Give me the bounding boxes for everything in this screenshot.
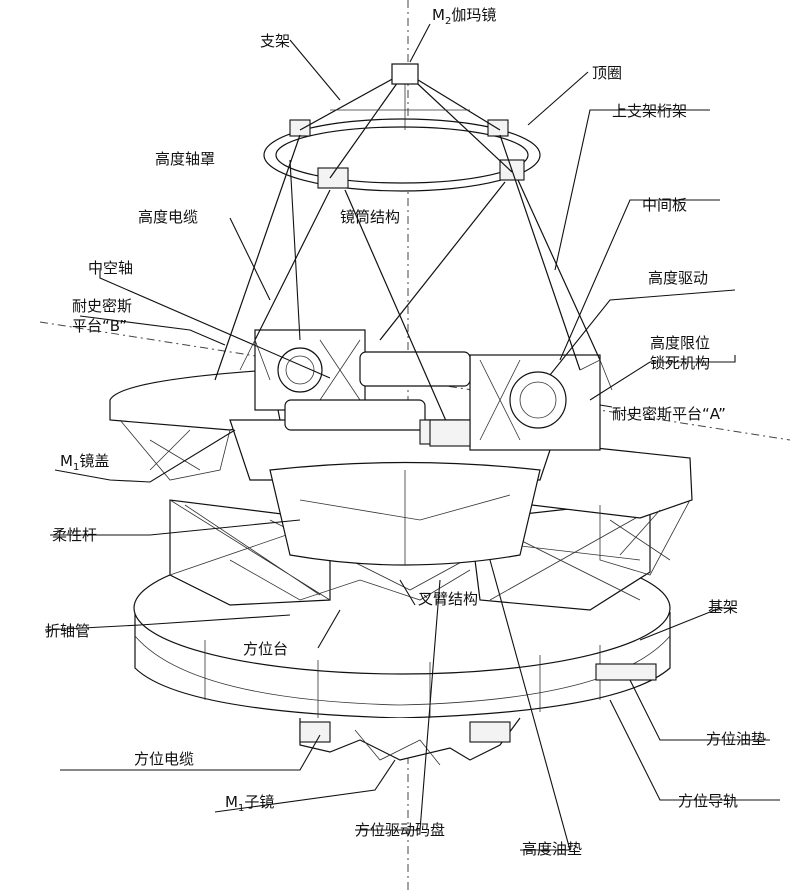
upper-truss bbox=[214, 63, 613, 447]
azimuth-cable-label: 方位电缆 bbox=[134, 750, 194, 768]
tube-structure-label: 镜筒结构 bbox=[340, 208, 400, 226]
fork-structure-label: 叉臂结构 bbox=[418, 590, 478, 608]
azimuth-guide-rail-label: 方位导轨 bbox=[678, 792, 738, 810]
azimuth-table-label: 方位台 bbox=[243, 640, 288, 658]
m1-submirror-label: M1子镜 bbox=[225, 793, 274, 814]
flex-rod-label: 柔性杆 bbox=[52, 526, 97, 544]
support-frame-label: 支架 bbox=[260, 32, 290, 50]
altitude-limit-label-1: 高度限位 bbox=[650, 334, 710, 352]
base-frame-label: 基架 bbox=[708, 598, 738, 616]
m2-mirror-label: M2伽玛镜 bbox=[432, 6, 496, 27]
middle-plate-label: 中间板 bbox=[642, 196, 687, 214]
nasmyth-a-label: 耐史密斯平台“A” bbox=[612, 405, 726, 423]
altitude-cable-label: 高度电缆 bbox=[138, 208, 198, 226]
azimuth-oil-pad-label: 方位油垫 bbox=[706, 730, 766, 748]
nasmyth-platform-b bbox=[109, 369, 281, 481]
upper-truss-label: 上支架桁架 bbox=[612, 102, 687, 120]
nasmyth-b-label-2: 平台“B” bbox=[72, 317, 127, 335]
altitude-shaft-cover-label: 高度轴罩 bbox=[155, 150, 215, 168]
azimuth-encoder-label: 方位驱动码盘 bbox=[355, 821, 445, 839]
altitude-drive-label: 高度驱动 bbox=[648, 269, 708, 287]
m1-cover-label: M1镜盖 bbox=[60, 452, 109, 473]
tube-center-section bbox=[229, 329, 601, 566]
top-ring-label: 顶圈 bbox=[592, 64, 622, 82]
nasmyth-b-label-1: 耐史密斯 bbox=[72, 297, 132, 315]
altitude-oil-pad-label: 高度油垫 bbox=[522, 840, 582, 858]
altitude-limit-label-2: 锁死机构 bbox=[650, 354, 710, 372]
folding-shaft-tube-label: 折轴管 bbox=[45, 622, 90, 640]
leader-lines bbox=[44, 23, 780, 851]
hollow-shaft-label: 中空轴 bbox=[88, 259, 133, 277]
